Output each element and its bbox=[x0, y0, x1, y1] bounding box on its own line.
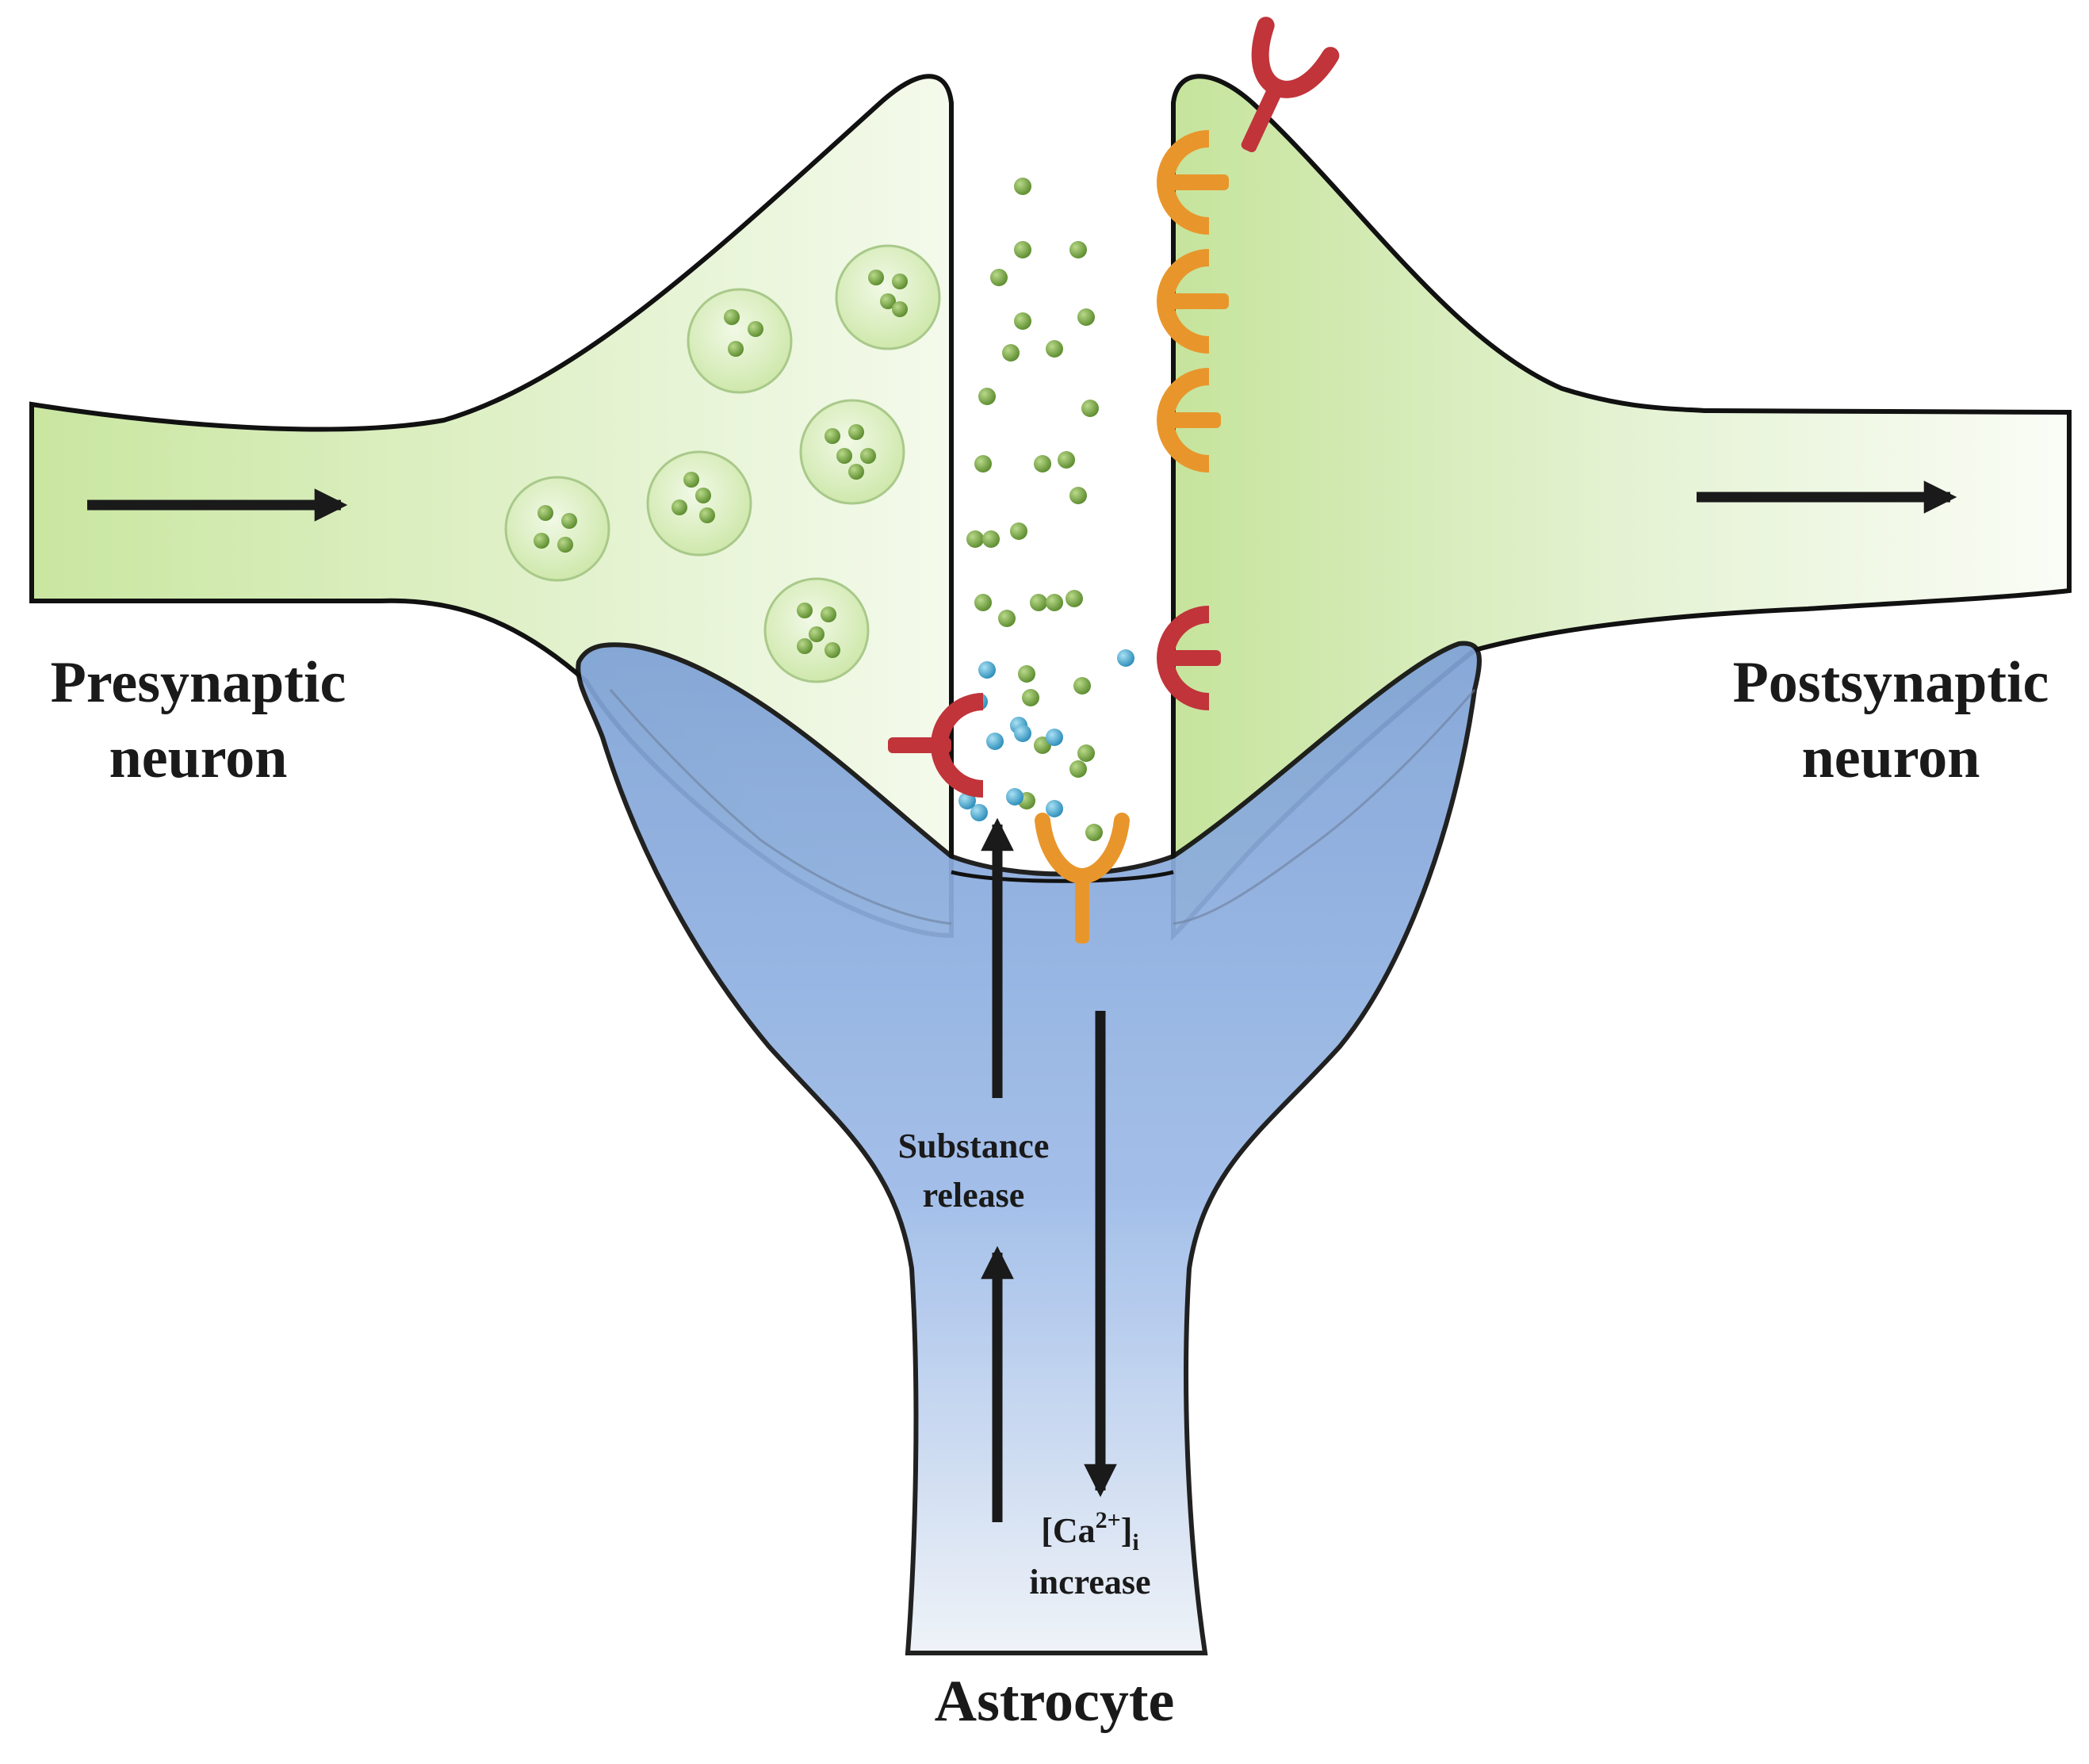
gliotransmitter-molecule bbox=[1046, 729, 1063, 746]
receptor-orange-2 bbox=[1157, 249, 1229, 354]
astrocyte-body bbox=[576, 641, 1482, 1655]
neurotransmitter-molecule bbox=[990, 269, 1008, 286]
neurotransmitter-molecule bbox=[1081, 400, 1099, 417]
neurotransmitter-molecule bbox=[1046, 594, 1063, 611]
neurotransmitter-molecule bbox=[1058, 451, 1075, 469]
neurotransmitter-molecule bbox=[978, 388, 996, 405]
neurotransmitter-molecule bbox=[1077, 308, 1095, 326]
presynaptic-label-line1: Presynaptic bbox=[51, 650, 346, 715]
vesicle bbox=[763, 577, 870, 683]
astrocyte-inner-right-contour bbox=[1173, 689, 1476, 925]
substance-release-label-line2: release bbox=[923, 1176, 1025, 1215]
neurotransmitter-molecule bbox=[982, 530, 1000, 548]
presynaptic-label-line2: neuron bbox=[109, 725, 288, 790]
neurotransmitter-molecule bbox=[1022, 689, 1039, 706]
gliotransmitter-molecule bbox=[978, 661, 996, 679]
neurotransmitter-molecule bbox=[1030, 594, 1047, 611]
postsynaptic-receptors bbox=[1157, 17, 1340, 710]
neurotransmitter-molecule bbox=[1069, 487, 1087, 504]
calcium-label-line2: increase bbox=[1029, 1563, 1150, 1601]
astrocyte-label: Astrocyte bbox=[935, 1669, 1175, 1734]
receptor-red-astrocyte bbox=[888, 693, 984, 798]
postsynaptic-label-line2: neuron bbox=[1802, 725, 1980, 790]
neurotransmitter-molecule bbox=[1069, 241, 1087, 258]
gliotransmitter-molecule bbox=[1014, 725, 1031, 742]
gliotransmitter-molecule bbox=[970, 804, 988, 821]
neurotransmitter-molecule bbox=[998, 610, 1016, 627]
gliotransmitter-molecule bbox=[986, 733, 1004, 750]
neurotransmitter-molecule bbox=[1069, 760, 1087, 778]
astrocyte-inner-left-contour bbox=[609, 689, 952, 925]
neurotransmitter-molecule bbox=[1014, 178, 1031, 195]
vesicle bbox=[799, 399, 905, 505]
receptor-orange-1 bbox=[1157, 130, 1229, 235]
neurotransmitter-molecule bbox=[1073, 677, 1091, 695]
neurotransmitter-molecule bbox=[1014, 241, 1031, 258]
receptor-red-postsynaptic bbox=[1157, 606, 1221, 710]
neurotransmitter-molecule bbox=[1010, 522, 1027, 540]
gliotransmitter-molecule bbox=[1117, 649, 1134, 667]
neurotransmitter-molecule bbox=[1085, 824, 1103, 841]
synaptic-vesicles bbox=[504, 244, 941, 683]
cleft-molecules bbox=[958, 178, 1134, 841]
vesicle bbox=[687, 288, 793, 394]
neurotransmitter-molecule bbox=[1066, 590, 1083, 607]
astrocyte-receptors bbox=[888, 693, 1130, 943]
receptor-red-y-top bbox=[1241, 17, 1340, 153]
cleft-floor-line bbox=[951, 870, 1174, 883]
neurotransmitter-molecule bbox=[1046, 340, 1063, 358]
substance-release-label-line1: Substance bbox=[898, 1127, 1050, 1165]
vesicle bbox=[646, 450, 752, 557]
neurotransmitter-molecule bbox=[974, 455, 992, 473]
gliotransmitter-molecule bbox=[1046, 800, 1063, 817]
vesicle bbox=[835, 244, 941, 350]
neurotransmitter-molecule bbox=[1002, 344, 1020, 362]
receptor-orange-3 bbox=[1157, 368, 1221, 473]
neurotransmitter-molecule bbox=[974, 594, 992, 611]
vesicle bbox=[504, 476, 610, 582]
neurotransmitter-molecule bbox=[1034, 455, 1051, 473]
neurotransmitter-molecule bbox=[1077, 744, 1095, 762]
gliotransmitter-molecule bbox=[1006, 788, 1023, 805]
calcium-label-line1: [Ca2+]i bbox=[1041, 1507, 1139, 1555]
neurotransmitter-molecule bbox=[1018, 665, 1035, 683]
neurotransmitter-molecule bbox=[1014, 312, 1031, 330]
neurotransmitter-molecule bbox=[966, 530, 984, 548]
postsynaptic-label-line1: Postsynaptic bbox=[1733, 650, 2049, 715]
receptor-orange-astrocyte bbox=[1035, 813, 1130, 943]
